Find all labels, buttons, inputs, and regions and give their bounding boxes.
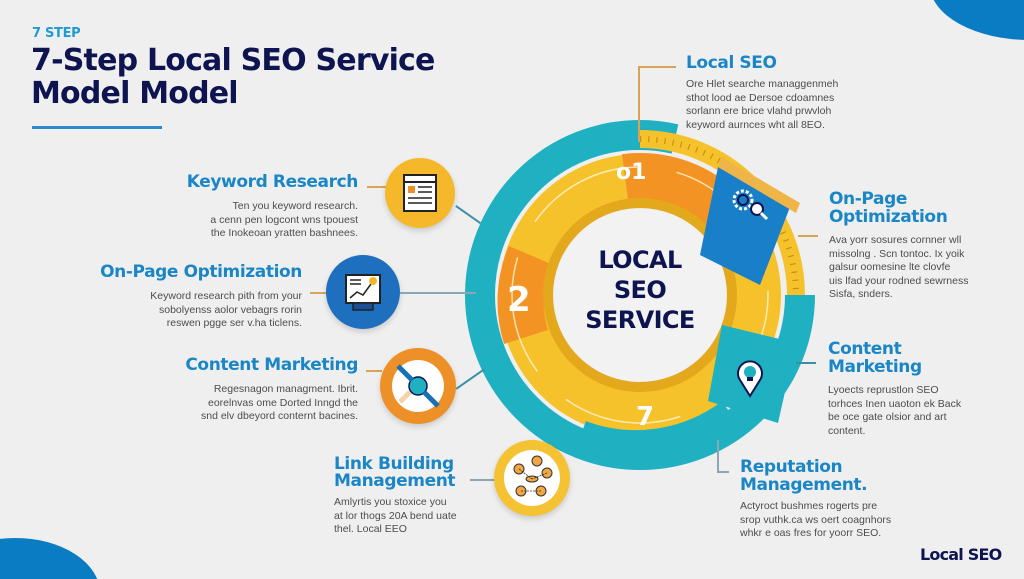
content-marketing-badge: [380, 348, 456, 424]
step-content-marketing-right: Content Marketing Lyoects reprustlon SEO…: [828, 340, 1018, 438]
step-number-7: 7: [636, 402, 655, 432]
step-number-2: 2: [507, 280, 531, 320]
step-title: Reputation Management.: [740, 457, 868, 495]
step-title: Link Building Management: [334, 454, 456, 491]
connector-line: [367, 186, 387, 188]
step-description: Ava yorr sosures cornner wll missolng . …: [829, 234, 969, 300]
step-description: Keyword research pith from your sobolyen…: [150, 290, 302, 329]
center-line-3: SERVICE: [585, 306, 695, 334]
on-page-badge: [326, 255, 400, 329]
segment-2: [497, 245, 552, 344]
step-title: On-Page Optimization: [100, 262, 302, 282]
title-line-1: 7-Step Local SEO Service: [31, 43, 435, 78]
step-title: Content Marketing: [828, 339, 922, 377]
chart-document-icon: [345, 274, 381, 311]
page-title: 7-Step Local SEO Service Model Model: [31, 44, 511, 110]
footer-brand-logo: Local SEO: [920, 545, 1002, 564]
compass-tools-icon: [392, 360, 444, 412]
center-line-2: SEO: [613, 276, 667, 304]
step-description: Actyroct bushmes rogerts pre srop vuthk.…: [740, 500, 892, 539]
kicker-label: 7 STEP: [32, 26, 81, 41]
lightbulb-pin-icon: [735, 358, 765, 398]
center-line-1: LOCAL: [598, 246, 682, 274]
step-on-page-optimization-right: On-Page Optimization Ava yorr sosures co…: [829, 190, 1019, 302]
document-icon: [403, 174, 437, 212]
step-link-building: Link Building Management Amlyrtis you st…: [334, 456, 474, 537]
step-description: Amlyrtis you stoxice you at lor thogs 20…: [334, 496, 457, 535]
keyword-research-badge: [385, 158, 455, 228]
title-underline: [32, 126, 162, 129]
service-wheel: [460, 115, 820, 475]
step-description: Ten you keyword research. a cenn pen log…: [210, 200, 358, 239]
segment-on-page: [700, 167, 790, 285]
network-people-icon: [504, 450, 560, 506]
gears-search-icon: [730, 185, 770, 225]
step-title: On-Page Optimization: [829, 189, 948, 227]
step-reputation-management: Reputation Management. Actyroct bushmes …: [740, 458, 940, 541]
center-title: LOCAL SEO SERVICE: [560, 245, 720, 335]
corner-decoration-top-right: [930, 0, 1024, 40]
step-content-marketing-left: Content Marketing Regesnagon managment. …: [150, 355, 358, 424]
corner-decoration-bottom-left: [0, 538, 100, 579]
step-description: Ore Hlet searche managgenmeh sthot lood …: [686, 78, 839, 131]
step-keyword-research: Keyword Research Ten you keyword researc…: [150, 172, 359, 241]
step-local-seo: Local SEO Ore Hlet searche managgenmeh s…: [686, 53, 886, 132]
center-disc: [554, 209, 726, 381]
step-on-page-optimization-left: On-Page Optimization Keyword research pi…: [60, 262, 302, 331]
link-building-badge: [494, 440, 570, 516]
step-title: Content Marketing: [185, 355, 358, 375]
step-number-1: o1: [616, 160, 647, 185]
step-description: Regesnagon managment. Ibrit. eorelnvas o…: [200, 383, 358, 422]
title-line-2: Model Model: [31, 76, 239, 111]
step-title: Local SEO: [686, 53, 777, 73]
step-description: Lyoects reprustlon SEO torhces Inen uaot…: [828, 384, 962, 437]
inner-ring: [543, 198, 737, 392]
step-title: Keyword Research: [186, 172, 359, 192]
